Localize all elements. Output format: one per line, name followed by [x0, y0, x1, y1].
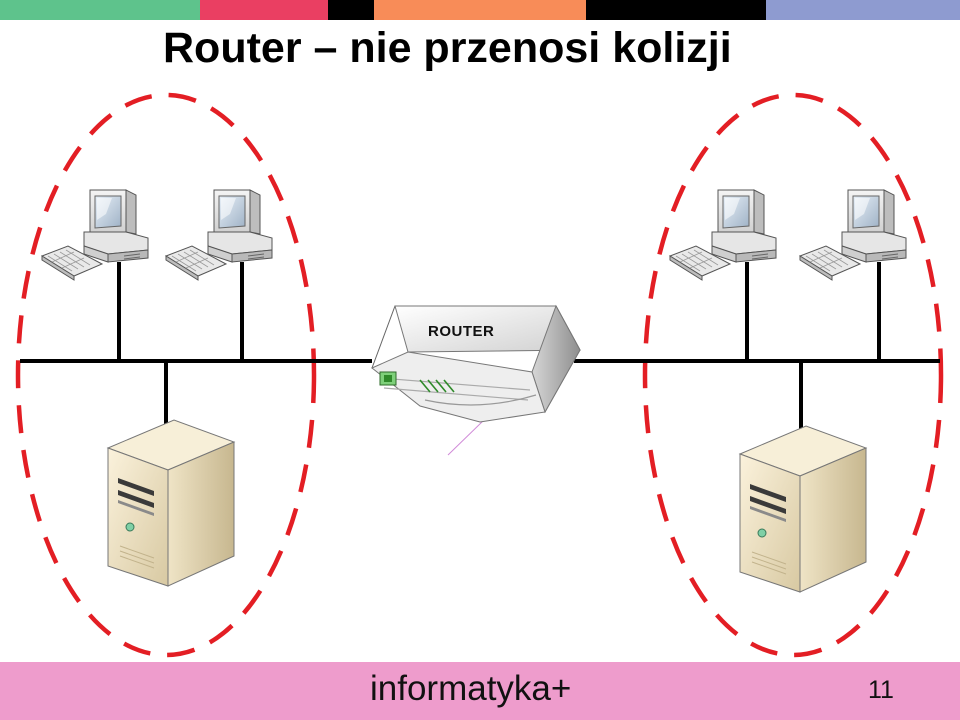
- stripe-green: [0, 0, 200, 20]
- tower-server-icon: [739, 425, 867, 593]
- collision-domain-right: [642, 92, 944, 658]
- collision-domain-left: [15, 92, 317, 658]
- stripe-black-2: [586, 0, 766, 20]
- slide-title: Router – nie przenosi kolizji: [163, 24, 732, 72]
- top-color-bar: [0, 0, 960, 20]
- stripe-blue: [766, 0, 960, 20]
- router-icon: [371, 304, 581, 456]
- desktop-pc-icon: [799, 189, 907, 281]
- tower-server-icon: [107, 419, 235, 587]
- stripe-black: [328, 0, 374, 20]
- footer-bar: [0, 662, 960, 720]
- desktop-pc-icon: [165, 189, 273, 281]
- desktop-pc-icon: [41, 189, 149, 281]
- drop-cables: [117, 262, 881, 440]
- brand-logo-text: informatyka+: [370, 669, 572, 708]
- desktop-pc-icon: [669, 189, 777, 281]
- router-label: ROUTER: [428, 323, 495, 340]
- stripe-orange: [374, 0, 586, 20]
- page-number: 11: [868, 676, 894, 704]
- stripe-red: [200, 0, 328, 20]
